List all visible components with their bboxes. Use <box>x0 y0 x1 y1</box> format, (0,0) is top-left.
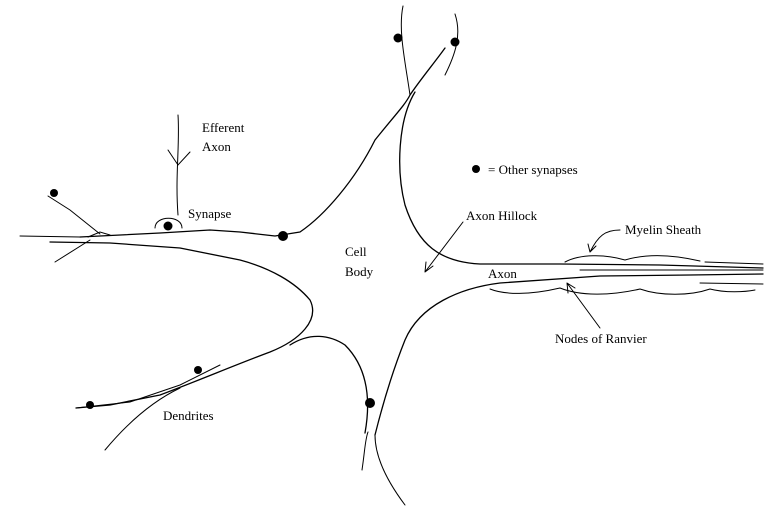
efferent-axon <box>168 115 190 215</box>
synapse-label: Synapse <box>188 206 232 221</box>
synapse-dot <box>50 189 58 197</box>
axon-label: Axon <box>488 266 517 281</box>
synapse-dot <box>278 231 288 241</box>
cell-body-label-line1: Cell <box>345 244 367 259</box>
synapse-dot <box>394 34 403 43</box>
axon-hillock-label: Axon Hillock <box>466 208 538 223</box>
legend-dot <box>472 165 480 173</box>
efferent-axon-label-line1: Efferent <box>202 120 245 135</box>
synapse-dot <box>365 398 375 408</box>
synapse-dot <box>86 401 94 409</box>
myelin-sheath-label: Myelin Sheath <box>625 222 702 237</box>
efferent-axon-label-line2: Axon <box>202 139 231 154</box>
other-synapses-legend: = Other synapses <box>488 162 578 177</box>
dendrites-label: Dendrites <box>163 408 214 423</box>
dendrite-branches <box>20 6 458 505</box>
synapse-dot <box>451 38 460 47</box>
synapse-dot <box>164 222 173 231</box>
synapse-dot <box>194 366 202 374</box>
myelin-sheath-arrow <box>588 230 620 252</box>
nodes-of-ranvier-label: Nodes of Ranvier <box>555 331 647 346</box>
nodes-of-ranvier-arrow <box>567 283 600 328</box>
cell-body-label-line2: Body <box>345 264 374 279</box>
cell-body-lower-outline <box>50 242 763 435</box>
